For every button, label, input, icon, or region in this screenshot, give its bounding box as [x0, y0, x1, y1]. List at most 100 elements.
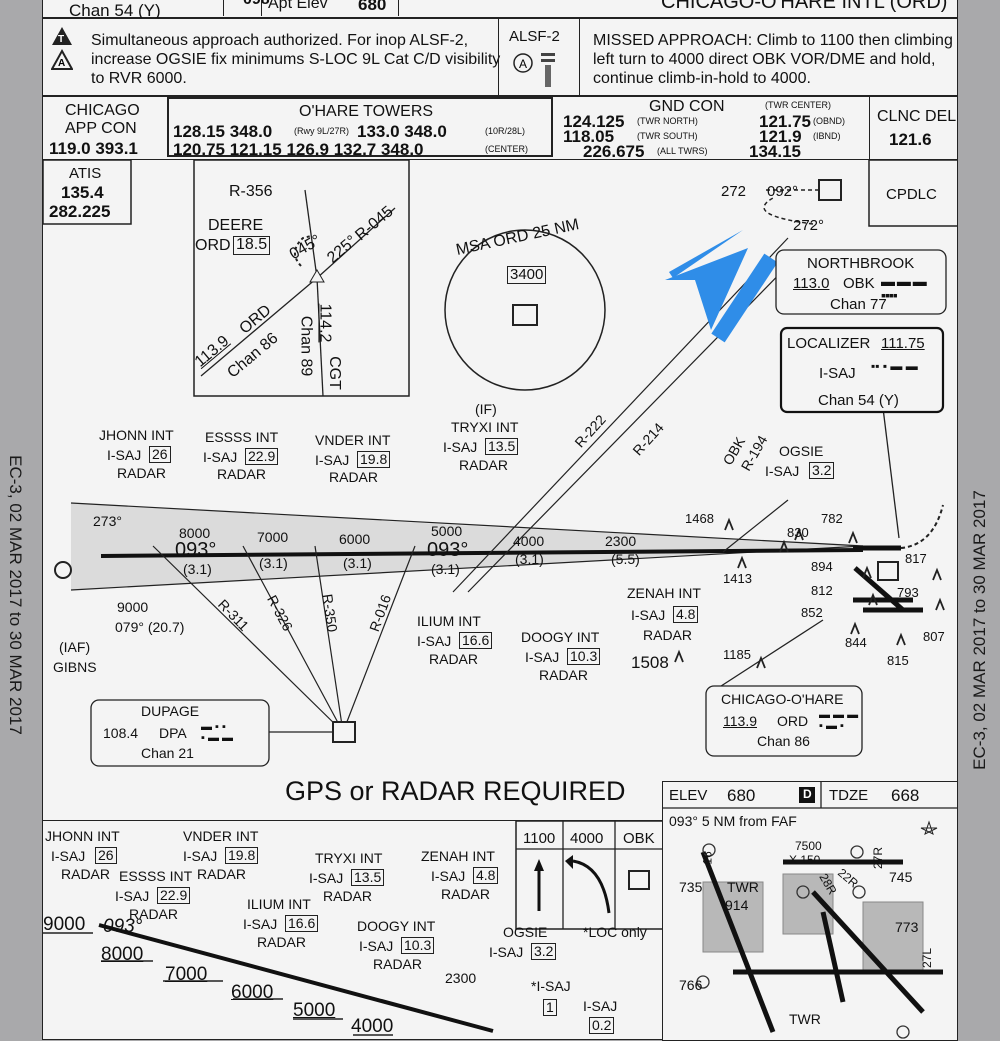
ilium-dist: 16.6	[459, 632, 493, 649]
prof-ogsie: OGSIE	[503, 924, 548, 940]
gnd-freq-1-note: (TWR NORTH)	[637, 116, 698, 126]
apt-elev-value: 680	[358, 0, 387, 14]
inset-cgt: CGT	[325, 356, 343, 390]
doogy-name: DOOGY INT	[521, 629, 600, 645]
prof-vnder-radar: RADAR	[197, 866, 247, 882]
vnder-dist: 19.8	[357, 451, 391, 468]
ilium-name: ILIUM INT	[417, 613, 481, 629]
gnd-col2-freq-2: 121.9	[759, 127, 802, 146]
towers-row-1b-note: (10R/28L)	[485, 126, 526, 136]
notes-triangle-icons: T A	[51, 27, 73, 70]
localizer-title: LOCALIZER	[787, 335, 871, 352]
rwy-27l: 27L	[920, 947, 935, 969]
towers-box: O'HARE TOWERS 128.15 348.0 (Rwy 9L/27R) …	[167, 97, 553, 158]
crs-093-a: 093°	[175, 539, 217, 561]
dist-55: (5.5)	[611, 551, 640, 567]
svg-text:T: T	[58, 34, 64, 45]
tryxi-if: (IF)	[475, 401, 497, 417]
zenah-radar: RADAR	[643, 627, 693, 643]
dupage-id: DPA	[159, 725, 187, 741]
prof-crs-093: 093°	[103, 916, 143, 937]
prof-saj2: I-SAJ	[583, 998, 618, 1014]
ogsie-name: OGSIE	[779, 443, 824, 459]
obs-812: 812	[811, 583, 833, 598]
header-chan: Chan 54 (Y)	[69, 1, 161, 20]
atis-title: ATIS	[69, 165, 102, 182]
gibns-label: GIBNS	[53, 659, 97, 675]
northbrook-chan: Chan 77	[830, 296, 887, 313]
alt-8000: 8000	[179, 525, 211, 541]
ma-1100: 1100	[523, 830, 556, 847]
prof-zenah-radar: RADAR	[441, 886, 491, 902]
towers-title: O'HARE TOWERS	[299, 103, 434, 120]
prof-essss-saj: I-SAJ	[115, 888, 150, 904]
svg-text:A: A	[58, 58, 65, 69]
prof-saj1-dist: 1	[543, 999, 557, 1016]
prof-essss-radar: RADAR	[129, 906, 179, 922]
rwy-27r: 27R	[871, 846, 886, 870]
prof-jhonn: JHONN INT	[45, 828, 120, 844]
prof-vnder-dist: 19.8	[225, 847, 259, 864]
ilium-saj: I-SAJ	[417, 633, 452, 649]
doogy-dist: 10.3	[567, 648, 601, 665]
apt-elev-label: Apt Elev	[268, 0, 328, 12]
inset-dist: 18.5	[233, 236, 271, 255]
crs-273: 273°	[93, 513, 122, 529]
dupage-name: DUPAGE	[141, 703, 200, 719]
twr-label: TWR	[727, 879, 759, 895]
dist-31-d: (3.1)	[431, 561, 460, 577]
gnd-col2-note: (TWR CENTER)	[765, 100, 831, 110]
prof-vnder: VNDER INT	[183, 828, 259, 844]
jhonn-saj: I-SAJ	[107, 447, 142, 463]
prof-jhonn-saj: I-SAJ	[51, 848, 86, 864]
note-line-2: increase OGSIE fix minimums S-LOC 9L Cat…	[91, 51, 501, 68]
obs-793: 793	[897, 585, 919, 600]
rwy-dims: 7500	[795, 839, 822, 853]
elev-label: ELEV	[669, 787, 708, 804]
prof-ogsie-saj: I-SAJ	[489, 944, 524, 960]
obs-1508: 1508	[631, 653, 669, 672]
northbrook-name: NORTHBROOK	[807, 255, 915, 272]
essss-dist: 22.9	[245, 448, 279, 465]
localizer-morse-icon: ▪▪ ▪ ▬ ▬	[871, 359, 918, 373]
hold-092: 092°	[767, 183, 799, 200]
prof-loc-only: *LOC only	[583, 924, 647, 940]
twr-label-2: TWR	[789, 1011, 821, 1027]
prof-ilium: ILIUM INT	[247, 896, 311, 912]
vnder-saj: I-SAJ	[315, 452, 350, 468]
obs-745: 745	[889, 869, 913, 885]
lighting-label: ALSF-2	[509, 28, 560, 45]
gnd-col2-freq-1-note: (OBND)	[813, 116, 845, 126]
prof-alt-9000: 9000	[43, 914, 86, 935]
prof-alt-7000: 7000	[165, 964, 208, 985]
svg-text:A: A	[519, 57, 527, 71]
prof-zenah-dist: 4.8	[473, 867, 499, 884]
alt-7000: 7000	[257, 529, 289, 545]
header-strip: Chan 54 (Y) 098 Apt Elev 680 CHICAGO-O'H…	[42, 0, 958, 20]
prof-doogy: DOOGY INT	[357, 918, 436, 934]
northbrook-morse-icon: ▬ ▬ ▬▪▪▪▪	[881, 273, 927, 303]
towers-row-2-note: (CENTER)	[485, 144, 528, 154]
obs-766: 766	[679, 977, 703, 993]
gnd-col2-freq-3: 134.15	[749, 142, 801, 161]
zenah-name: ZENAH INT	[627, 585, 701, 601]
rwy-16: 16	[700, 851, 715, 865]
left-margin-text: EC-3, 02 MAR 2017 to 30 MAR 2017	[6, 455, 25, 735]
ohare-vor-name: CHICAGO-O'HARE	[721, 691, 844, 707]
atis-freq-1: 135.4	[61, 183, 104, 202]
vnder-name: VNDER INT	[315, 432, 391, 448]
crs-093-b: 093°	[427, 539, 469, 561]
inset-deere: DEERE	[208, 217, 264, 234]
ma-obk: OBK	[623, 830, 655, 847]
missed-approach-1: MISSED APPROACH: Climb to 1100 then clim…	[593, 32, 953, 49]
obs-1468: 1468	[685, 511, 714, 526]
prof-jhonn-dist: 26	[95, 847, 117, 864]
cpdlc-label: CPDLC	[886, 186, 937, 203]
hold-272: 272	[721, 183, 747, 200]
jhonn-dist: 26	[149, 446, 171, 463]
rwy-dims-2: X 150	[789, 853, 821, 867]
prof-ilium-dist: 16.6	[285, 915, 319, 932]
profile-view: 1100 4000 OBK JHONN INT I-SAJ 26 RADAR V…	[42, 820, 664, 1040]
doogy-radar: RADAR	[539, 667, 589, 683]
prof-jhonn-radar: RADAR	[61, 866, 111, 882]
